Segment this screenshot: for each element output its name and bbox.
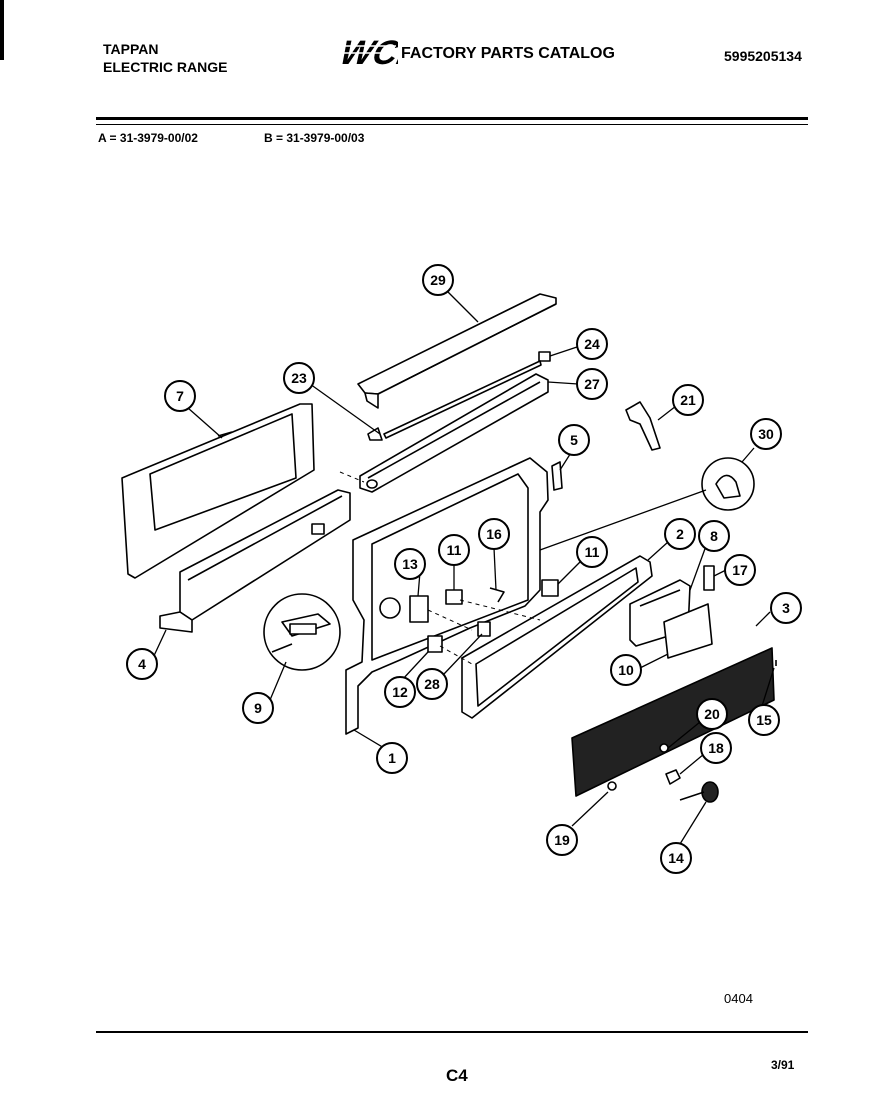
revision-date: 3/91: [771, 1058, 795, 1072]
brand-block: TAPPAN ELECTRIC RANGE: [103, 40, 227, 76]
model-a-label: A = 31-3979-00/02: [98, 131, 198, 145]
svg-text:10: 10: [618, 662, 634, 678]
part-knob-11a: [445, 589, 463, 605]
svg-text:4: 4: [138, 656, 146, 672]
part-trim-29: [357, 293, 557, 409]
page-code: C4: [446, 1066, 468, 1085]
svg-text:8: 8: [710, 528, 718, 544]
callout-16: 16: [478, 518, 510, 550]
callout-9: 9: [242, 692, 274, 724]
svg-text:28: 28: [424, 676, 440, 692]
leader-lines: [151, 289, 775, 845]
svg-text:27: 27: [584, 376, 600, 392]
header-rule-thick: [96, 117, 808, 120]
svg-text:17: 17: [732, 562, 748, 578]
callout-11a: 11: [438, 534, 470, 566]
svg-text:13: 13: [402, 556, 418, 572]
product-type: ELECTRIC RANGE: [103, 59, 228, 75]
part-knob-28: [477, 621, 491, 637]
callout-4: 4: [126, 648, 158, 680]
callout-27: 27: [576, 368, 608, 400]
callout-3: 3: [770, 592, 802, 624]
callout-19: 19: [546, 824, 578, 856]
part-clip-24: [538, 351, 551, 362]
callout-30: 30: [750, 418, 782, 450]
callout-11b: 11: [576, 536, 608, 568]
svg-text:7: 7: [176, 388, 184, 404]
footer-rule: [96, 1031, 808, 1033]
svg-text:21: 21: [680, 392, 696, 408]
callout-14: 14: [660, 842, 692, 874]
svg-text:16: 16: [486, 526, 502, 542]
svg-text:20: 20: [704, 706, 720, 722]
svg-text:14: 14: [668, 850, 684, 866]
part-switch-13: [409, 595, 429, 623]
callout-20: 20: [696, 698, 728, 730]
part-panel-3: [571, 647, 775, 797]
diagram-code: 0404: [724, 991, 753, 1006]
alignment-lines: [339, 471, 541, 665]
callout-5: 5: [558, 424, 590, 456]
part-spring-16: [489, 587, 505, 603]
svg-text:29: 29: [430, 272, 446, 288]
callout-10: 10: [610, 654, 642, 686]
callout-12: 12: [384, 676, 416, 708]
svg-text:3: 3: [782, 600, 790, 616]
part-bezel-2: [461, 555, 653, 719]
part-bracket-21: [625, 401, 661, 451]
callout-17: 17: [724, 554, 756, 586]
part-knob-12: [427, 635, 443, 653]
callout-21: 21: [672, 384, 704, 416]
part-panel-7: [121, 403, 315, 579]
part-knob-14: [679, 781, 719, 803]
callout-7: 7: [164, 380, 196, 412]
callout-2: 2: [664, 518, 696, 550]
callout-18: 18: [700, 732, 732, 764]
part-trim-4: [159, 489, 351, 633]
callout-1: 1: [376, 742, 408, 774]
part-nut-20: [659, 743, 669, 753]
svg-text:18: 18: [708, 740, 724, 756]
part-spacer-19: [607, 781, 617, 791]
callout-15: 15: [748, 704, 780, 736]
callout-13: 13: [394, 548, 426, 580]
svg-text:1: 1: [388, 750, 396, 766]
part-clip-17: [703, 565, 715, 591]
svg-text:24: 24: [584, 336, 600, 352]
part-plate-10: [663, 603, 713, 659]
svg-text:15: 15: [756, 712, 772, 728]
part-switch-9: [263, 593, 341, 671]
svg-text:30: 30: [758, 426, 774, 442]
part-clip-5: [551, 461, 563, 491]
callout-8: 8: [698, 520, 730, 552]
svg-text:12: 12: [392, 684, 408, 700]
callout-29: 29: [422, 264, 454, 296]
callout-28: 28: [416, 668, 448, 700]
svg-text:2: 2: [676, 526, 684, 542]
callout-group: 29 24 27 23 7 21 5 30 16 11 13 11 2 8 17…: [126, 264, 802, 874]
svg-text:5: 5: [570, 432, 578, 448]
svg-text:11: 11: [585, 544, 600, 560]
svg-text:19: 19: [554, 832, 570, 848]
catalog-part-number: 5995205134: [724, 48, 802, 64]
callout-24: 24: [576, 328, 608, 360]
svg-text:11: 11: [447, 542, 462, 558]
header-rule-thin: [96, 124, 808, 125]
model-b-label: B = 31-3979-00/03: [264, 131, 365, 145]
part-knob-11b: [541, 579, 559, 597]
part-detail-30: [701, 457, 755, 511]
left-edge-mark: [0, 0, 4, 60]
callout-23: 23: [283, 362, 315, 394]
brand-name: TAPPAN: [103, 41, 159, 57]
svg-text:23: 23: [291, 370, 307, 386]
svg-text:9: 9: [254, 700, 262, 716]
catalog-title: FACTORY PARTS CATALOG: [401, 45, 615, 62]
part-washer-18: [665, 769, 681, 785]
